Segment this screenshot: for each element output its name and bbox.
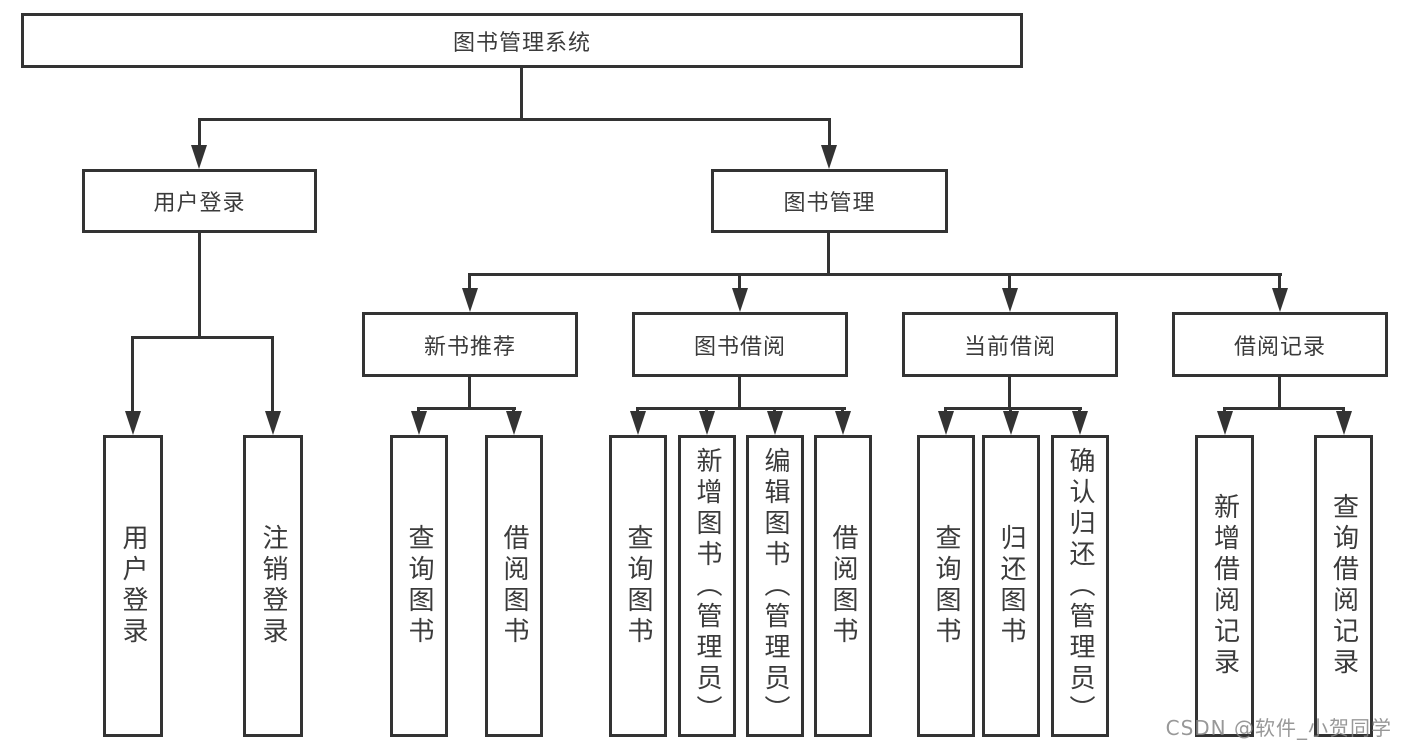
arrow-down-icon	[821, 145, 837, 169]
arrow-down-icon	[191, 145, 207, 169]
node-book-management: 图书管理	[711, 169, 948, 233]
connector-line	[636, 407, 846, 410]
leaf-borrow-books: 借阅图书	[814, 435, 872, 737]
connector-line	[198, 118, 831, 121]
arrow-down-icon	[630, 411, 646, 435]
connector-line	[417, 407, 516, 410]
connector-line	[468, 377, 471, 407]
connector-line	[198, 118, 201, 148]
arrow-down-icon	[732, 288, 748, 312]
node-root: 图书管理系统	[21, 13, 1023, 68]
connector-line	[1223, 407, 1345, 410]
connector-line	[738, 377, 741, 407]
connector-line	[131, 336, 274, 339]
arrow-down-icon	[938, 411, 954, 435]
connector-line	[944, 407, 1082, 410]
leaf-add-borrow-record: 新增借阅记录	[1195, 435, 1254, 737]
arrow-down-icon	[411, 411, 427, 435]
connector-line	[198, 233, 201, 336]
arrow-down-icon	[1336, 411, 1352, 435]
leaf-return-books: 归还图书	[982, 435, 1040, 737]
arrow-down-icon	[1003, 411, 1019, 435]
node-current-borrow: 当前借阅	[902, 312, 1118, 377]
leaf-borrow-books-recommend: 借阅图书	[485, 435, 543, 737]
connector-line	[520, 68, 523, 118]
connector-line	[468, 273, 1282, 276]
leaf-confirm-return-admin: 确认归还（管理员）	[1051, 435, 1109, 737]
node-book-borrow: 图书借阅	[632, 312, 848, 377]
arrow-down-icon	[1272, 288, 1288, 312]
node-borrow-records: 借阅记录	[1172, 312, 1388, 377]
arrow-down-icon	[767, 411, 783, 435]
leaf-query-books-current: 查询图书	[917, 435, 975, 737]
leaf-add-books-admin: 新增图书（管理员）	[678, 435, 736, 737]
connector-line	[738, 273, 741, 291]
arrow-down-icon	[462, 288, 478, 312]
connector-line	[1008, 273, 1011, 291]
leaf-query-books-recommend: 查询图书	[390, 435, 448, 737]
watermark: CSDN @软件_小贺同学	[1165, 716, 1392, 740]
leaf-query-borrow-record: 查询借阅记录	[1314, 435, 1373, 737]
arrow-down-icon	[1002, 288, 1018, 312]
connector-line	[131, 336, 134, 414]
leaf-user-login: 用户登录	[103, 435, 163, 737]
arrow-down-icon	[265, 411, 281, 435]
leaf-logout: 注销登录	[243, 435, 303, 737]
node-new-book-recommend: 新书推荐	[362, 312, 578, 377]
connector-line	[1278, 273, 1281, 291]
connector-line	[271, 336, 274, 414]
connector-line	[827, 233, 830, 273]
arrow-down-icon	[835, 411, 851, 435]
node-user-login: 用户登录	[82, 169, 317, 233]
arrow-down-icon	[506, 411, 522, 435]
arrow-down-icon	[125, 411, 141, 435]
leaf-query-books-borrow: 查询图书	[609, 435, 667, 737]
arrow-down-icon	[699, 411, 715, 435]
arrow-down-icon	[1217, 411, 1233, 435]
connector-line	[1008, 377, 1011, 407]
arrow-down-icon	[1072, 411, 1088, 435]
leaf-edit-books-admin: 编辑图书（管理员）	[746, 435, 804, 737]
connector-line	[828, 118, 831, 148]
connector-line	[1278, 377, 1281, 407]
connector-line	[468, 273, 471, 291]
